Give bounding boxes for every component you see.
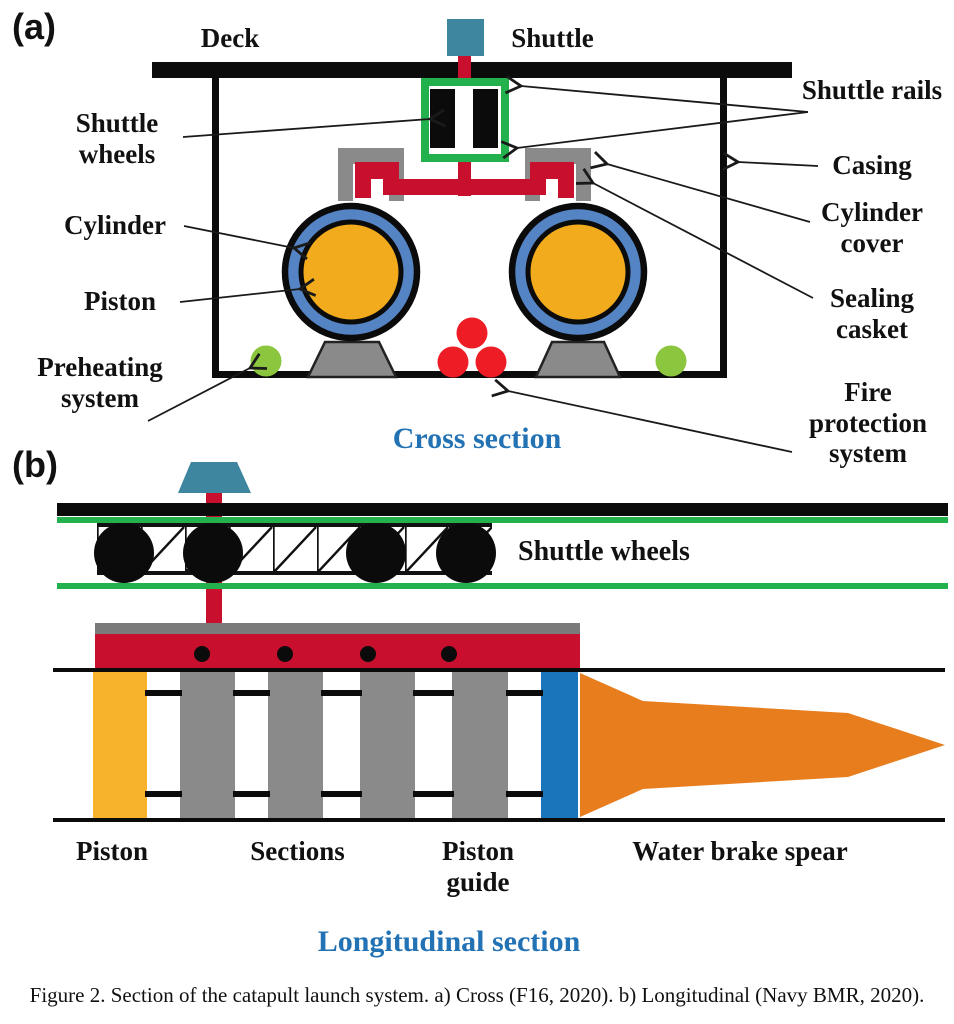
label-piston-b: Piston — [75, 836, 148, 866]
truss-bottom-chord — [97, 571, 492, 575]
arrow-preheating — [147, 353, 268, 422]
arrow-cylinder-cover — [590, 150, 811, 223]
carriage-bolts — [194, 646, 457, 662]
shuttle-block-b — [178, 462, 251, 493]
arrow-shuttle-rails-top — [504, 75, 809, 113]
rail-bottom — [57, 583, 948, 589]
deck-bar — [152, 62, 792, 78]
label-shuttle-wheels: Shuttle wheels — [75, 108, 159, 169]
label-preheating-system: Preheating system — [37, 352, 163, 413]
panel-a-marker: (a) — [12, 6, 56, 47]
water-brake-spear-shape — [580, 673, 945, 817]
section-bars — [180, 672, 508, 818]
truss-top-chord — [97, 523, 492, 527]
piston-right — [525, 219, 631, 325]
label-fire-protection-system: Fire protection system — [809, 377, 927, 468]
cylinder-cover-left — [338, 148, 404, 201]
label-shuttle: Shuttle — [511, 23, 594, 53]
gap-connectors — [145, 690, 543, 797]
panel-b-marker: (b) — [12, 444, 58, 485]
deck-bar-b — [57, 503, 948, 516]
piston-left — [298, 219, 404, 325]
fire-protection-balls — [437, 317, 507, 378]
rail-top — [57, 517, 948, 523]
figure-caption: Figure 2. Section of the catapult launch… — [29, 983, 925, 1007]
shuttle-wheels-b — [94, 523, 496, 583]
cross-section-drawing — [147, 19, 819, 453]
label-piston-guide: Piston guide — [441, 836, 514, 897]
label-water-brake-spear: Water brake spear — [632, 836, 848, 866]
cylinder-cover-right — [525, 148, 591, 201]
longitudinal-section-title: Longitudinal section — [317, 925, 581, 958]
shuttle-block — [447, 19, 484, 56]
label-cylinder-cover: Cylinder cover — [820, 197, 923, 258]
label-sealing-casket: Sealing casket — [829, 283, 915, 344]
arrow-piston — [179, 278, 317, 303]
carriage-red-bar — [95, 634, 580, 669]
shuttle-wheel-right — [473, 89, 498, 148]
label-piston: Piston — [83, 286, 156, 316]
arrow-casing — [722, 151, 819, 171]
cylinder-base-right — [534, 340, 622, 379]
arrow-shuttle-wheels — [182, 108, 447, 138]
trough-top-line — [53, 668, 945, 672]
label-shuttle-rails: Shuttle rails — [801, 75, 943, 105]
preheating-right — [655, 345, 687, 377]
piston-guide-bar — [541, 672, 578, 818]
carriage-gray-strip — [95, 623, 580, 634]
label-casing: Casing — [832, 150, 912, 180]
arrow-fire-protection — [491, 378, 793, 453]
arrow-cylinder — [183, 225, 311, 261]
arrow-shuttle-rails-bottom — [500, 111, 809, 160]
label-cylinder: Cylinder — [63, 210, 166, 240]
label-sections: Sections — [250, 836, 345, 866]
cylinder-base-left — [306, 340, 398, 379]
cross-section-title: Cross section — [392, 422, 562, 455]
preheating-left — [250, 345, 282, 377]
trough-bottom-line — [53, 818, 945, 822]
wheel-truss — [97, 527, 492, 572]
label-deck: Deck — [200, 23, 260, 53]
longitudinal-section-drawing — [53, 462, 948, 822]
arrow-sealing-casket — [575, 168, 814, 299]
piston-bar — [93, 672, 147, 818]
label-shuttle-wheels-b: Shuttle wheels — [518, 536, 690, 567]
annotation-arrows-a — [147, 75, 819, 453]
shuttle-wheel-left — [430, 89, 455, 148]
